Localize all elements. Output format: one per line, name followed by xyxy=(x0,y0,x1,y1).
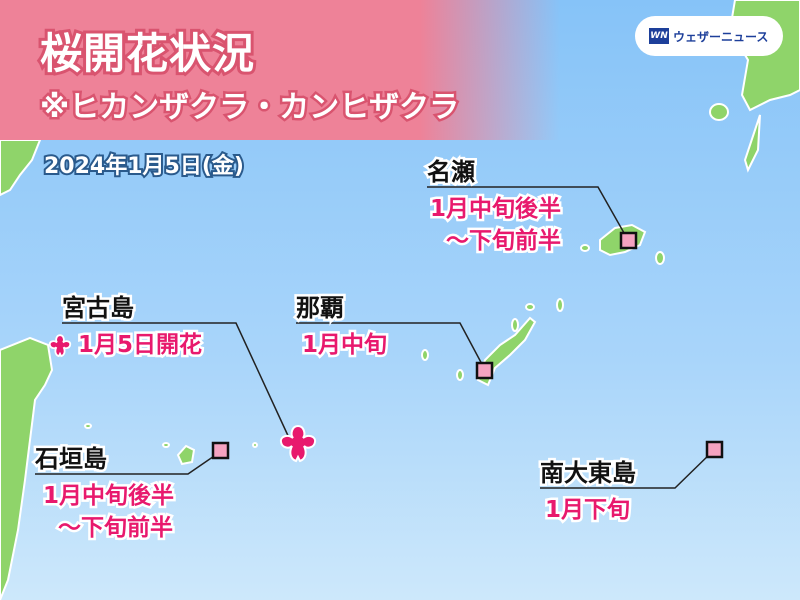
marker-ishigaki xyxy=(211,441,230,460)
weathernews-logo: WN ウェザーニュース xyxy=(635,16,783,56)
place-naha: 那覇 xyxy=(294,292,347,325)
wn-logo-icon: WN xyxy=(649,28,669,44)
marker-naze xyxy=(619,231,638,250)
place-ishigaki: 石垣島 xyxy=(33,443,110,476)
value-minamidaito-1: 1月下旬 xyxy=(542,495,632,526)
value-ishigaki-2: ～下旬前半 xyxy=(56,513,176,544)
value-ishigaki-1: 1月中旬後半 xyxy=(40,481,176,512)
page-title: 桜開花状況 xyxy=(37,26,257,81)
value-naze-2: ～下旬前半 xyxy=(444,226,564,257)
leader-line-naha xyxy=(296,322,485,369)
value-naze-1: 1月中旬後半 xyxy=(427,194,563,225)
leader-line-miyako xyxy=(62,322,291,441)
place-minamidaito: 南大東島 xyxy=(538,457,639,490)
leader-line-ishigaki xyxy=(35,451,221,475)
marker-minamidaito xyxy=(705,440,724,459)
leader-line-naze xyxy=(427,186,629,241)
china-land xyxy=(0,139,42,197)
logo-name: ウェザーニュース xyxy=(673,29,769,44)
place-naze: 名瀬 xyxy=(425,156,478,189)
leader-line-minamidaito xyxy=(540,449,715,489)
value-miyako-1: 1月5日開花 xyxy=(75,330,204,361)
marker-naha xyxy=(475,361,494,380)
sakura-icon xyxy=(279,424,317,463)
sakura-small-icon xyxy=(48,334,72,358)
page-subtitle: ※ヒカンザクラ・カンヒザクラ xyxy=(37,88,461,128)
date-label: 2024年1月5日(金) xyxy=(42,152,246,181)
taiwan-land xyxy=(0,336,54,600)
value-naha-1: 1月中旬 xyxy=(299,330,389,361)
place-miyako: 宮古島 xyxy=(60,292,137,325)
ishigaki-land xyxy=(176,444,196,466)
